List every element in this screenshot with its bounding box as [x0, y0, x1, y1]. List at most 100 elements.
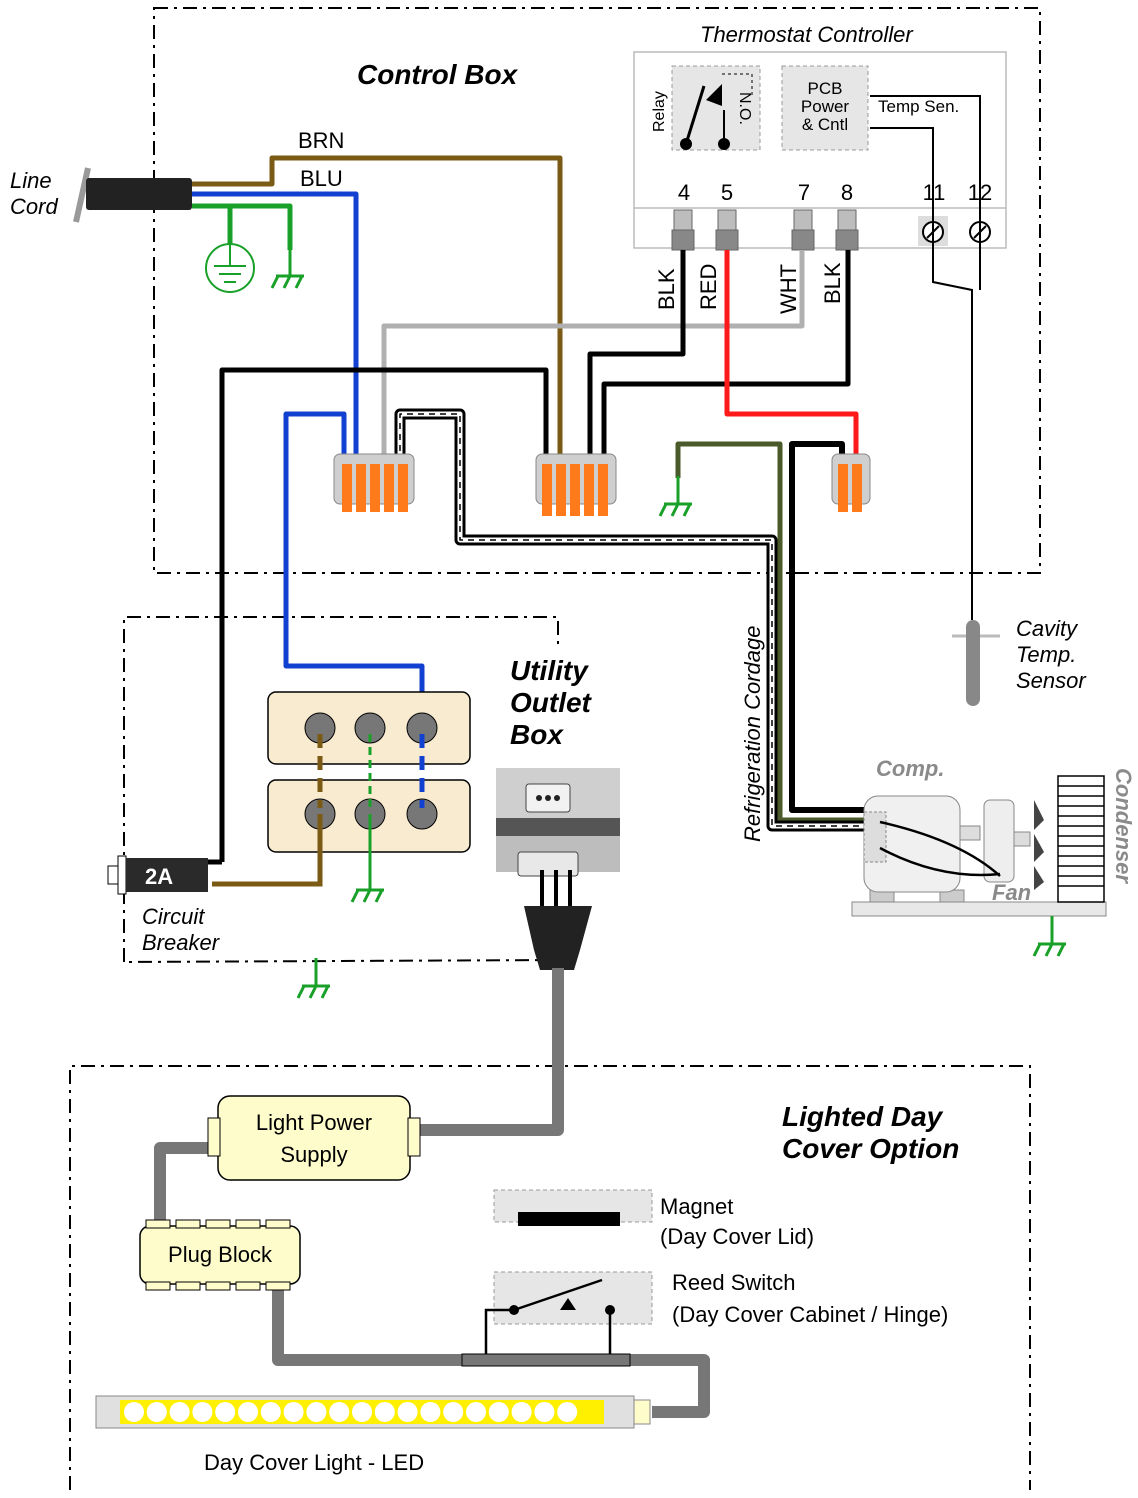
- wire-wht: [381, 250, 805, 462]
- refrigeration-cordage-label: Refrigeration Cordage: [740, 626, 765, 842]
- day-cover-title-1: Lighted Day: [782, 1101, 944, 1132]
- led-dot: [169, 1402, 190, 1422]
- condenser-label: Condenser: [1111, 768, 1136, 884]
- psu-label-2: Supply: [280, 1142, 347, 1167]
- relay-label: Relay: [651, 91, 668, 132]
- cavity-sensor-label-2: Temp.: [1016, 642, 1076, 667]
- condenser-ground-icon: [1032, 914, 1068, 958]
- line-cord-label-1: Line: [10, 168, 52, 193]
- led-dot: [352, 1402, 372, 1422]
- cord-plug-switch: [272, 1286, 466, 1366]
- led-dot: [215, 1402, 236, 1422]
- led-dot: [238, 1402, 258, 1422]
- led-dot: [283, 1402, 304, 1422]
- plug: [524, 870, 592, 970]
- breaker-label-1: Circuit: [142, 904, 205, 929]
- utility-title-2: Outlet: [510, 687, 593, 718]
- magnet-label-1: Magnet: [660, 1194, 733, 1219]
- wire-blu: [192, 191, 359, 462]
- label-brn: BRN: [298, 128, 344, 153]
- cavity-sensor-label-1: Cavity: [1016, 616, 1079, 641]
- control-box-border: [153, 7, 1041, 574]
- refrigeration-cordage: [394, 408, 866, 832]
- plug-block: [139, 1219, 301, 1291]
- magnet-label-2: (Day Cover Lid): [660, 1224, 814, 1249]
- cord-psu-plug: [154, 1142, 218, 1226]
- wire-blk-comp: [789, 441, 864, 813]
- utility-box-border: [123, 616, 559, 963]
- pcb-label-2: Power: [801, 97, 850, 116]
- fan-label: Fan: [992, 880, 1031, 905]
- connector-1: [333, 453, 415, 512]
- utility-title-1: Utility: [510, 655, 589, 686]
- wire-red-5: [724, 250, 859, 462]
- outlet-ground-icon: [350, 860, 386, 904]
- cavity-sensor-label-3: Sensor: [1016, 668, 1087, 693]
- led-dot: [260, 1402, 281, 1422]
- led-dot: [420, 1402, 441, 1422]
- terminal-8-label: 8: [841, 180, 853, 205]
- olive-ground-icon: [658, 474, 694, 518]
- thermostat-controller: [633, 51, 1007, 251]
- led-dot: [397, 1402, 418, 1422]
- utility-ground-icon: [296, 956, 332, 1000]
- no-label: N.O.: [736, 92, 753, 125]
- led-dot: [466, 1402, 486, 1422]
- wire-blk-4: [587, 250, 686, 462]
- reed-switch-label-2: (Day Cover Cabinet / Hinge): [672, 1302, 948, 1327]
- temp-sensor-wires: [870, 95, 981, 620]
- wire-brn: [192, 155, 563, 462]
- label-blk-8: BLK: [820, 262, 845, 304]
- led-dot: [192, 1402, 213, 1422]
- plug-block-label: Plug Block: [168, 1242, 273, 1267]
- utility-title-3: Box: [510, 719, 564, 750]
- line-cord-label-2: Cord: [10, 194, 58, 219]
- wire-green-ground: [192, 203, 293, 250]
- day-cover-border: [69, 1065, 1031, 1490]
- label-red: RED: [696, 264, 721, 310]
- line-cord: [73, 167, 192, 223]
- led-dot: [306, 1402, 327, 1422]
- led-dot: [557, 1402, 578, 1422]
- terminal-5-label: 5: [721, 180, 733, 205]
- cavity-temp-sensor: [952, 620, 1000, 706]
- outlet-photo: [496, 768, 620, 877]
- breaker-label-2: Breaker: [142, 930, 221, 955]
- control-box-title: Control Box: [357, 59, 519, 90]
- label-wht: WHT: [776, 264, 801, 314]
- led-light-bar: [95, 1395, 651, 1429]
- connector-2: [535, 453, 617, 516]
- day-cover-title-2: Cover Option: [782, 1133, 959, 1164]
- wire-olive-ground: [675, 441, 864, 823]
- led-dot: [374, 1402, 395, 1422]
- led-dot: [511, 1402, 532, 1422]
- compressor-assembly: [851, 775, 1107, 917]
- cord-switch-led: [628, 1354, 710, 1418]
- reed-switch-label-1: Reed Switch: [672, 1270, 796, 1295]
- reed-switch: [461, 1271, 653, 1367]
- label-blk-4: BLK: [654, 268, 679, 310]
- light-power-supply: [207, 1095, 421, 1181]
- earth-ground-icon: [205, 243, 255, 293]
- led-dot: [443, 1402, 464, 1422]
- led-dot: [488, 1402, 509, 1422]
- breaker-rating: 2A: [145, 864, 173, 889]
- label-blu: BLU: [300, 166, 343, 191]
- terminal-4-label: 4: [678, 180, 690, 205]
- chassis-ground-icon: [270, 246, 306, 290]
- temp-sen-label: Temp Sen.: [878, 97, 959, 116]
- led-dot: [146, 1402, 167, 1422]
- terminal-7-label: 7: [798, 180, 810, 205]
- circuit-breaker: [107, 855, 208, 895]
- led-dot: [124, 1402, 144, 1422]
- thermostat-title: Thermostat Controller: [700, 22, 914, 47]
- led-dot: [329, 1402, 350, 1422]
- wire-blk-main: [219, 367, 549, 862]
- magnet: [493, 1189, 653, 1226]
- led-label: Day Cover Light - LED: [204, 1450, 424, 1475]
- comp-label: Comp.: [876, 756, 944, 781]
- pcb-label-3: & Cntl: [802, 115, 848, 134]
- cord-main: [414, 968, 564, 1136]
- led-dot: [534, 1402, 555, 1422]
